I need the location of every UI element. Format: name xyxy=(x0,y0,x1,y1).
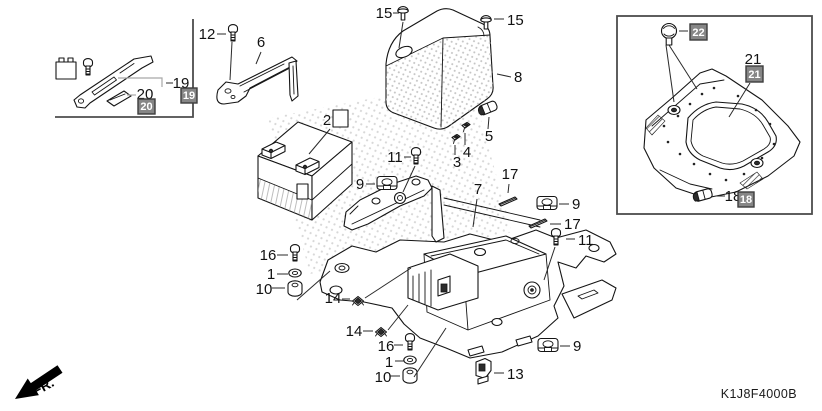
clip-nut-9-right xyxy=(536,195,558,211)
callout-8: 8 xyxy=(514,69,522,86)
washer-1-upper xyxy=(288,268,302,278)
group-frame-corner xyxy=(55,19,194,118)
badge-21[interactable]: 21 xyxy=(745,65,764,83)
callout-10-upper: 10 xyxy=(256,281,273,298)
diagram-code: K1J8F4000B xyxy=(721,387,797,401)
callout-17-top: 17 xyxy=(502,166,519,183)
svg-text:21: 21 xyxy=(748,69,760,81)
callout-16-lower: 16 xyxy=(378,338,395,355)
badge-22[interactable]: 22 xyxy=(689,23,708,41)
callout-15-right: 15 xyxy=(507,12,524,29)
bracket-13 xyxy=(475,357,492,385)
callout-12: 12 xyxy=(199,26,216,43)
bolt-16-upper xyxy=(289,244,301,262)
badge-19[interactable]: 19 xyxy=(180,87,198,104)
battery-cover-8 xyxy=(385,8,494,130)
washer-1-lower xyxy=(403,355,417,365)
badge-20[interactable]: 20 xyxy=(137,98,156,115)
callout-2: 2 xyxy=(323,112,331,129)
callout-1-lower: 1 xyxy=(385,354,393,371)
bracket-strap-assembly xyxy=(55,19,194,118)
label-box-2 xyxy=(332,109,349,128)
callout-21: 21 xyxy=(745,51,762,68)
callout-17-bottom: 17 xyxy=(564,216,581,233)
callout-1-upper: 1 xyxy=(267,266,275,283)
battery-2 xyxy=(257,121,353,221)
callout-15-left: 15 xyxy=(376,5,393,22)
callout-10-lower: 10 xyxy=(375,369,392,386)
callout-4: 4 xyxy=(463,144,471,161)
bolt-12 xyxy=(227,24,239,42)
callout-9-left: 9 xyxy=(356,176,364,193)
callout-14-lower: 14 xyxy=(346,323,363,340)
svg-text:19: 19 xyxy=(183,90,195,102)
callout-6: 6 xyxy=(257,34,265,51)
inset-box-frame xyxy=(616,15,813,215)
callout-18: 18 xyxy=(725,188,742,205)
callout-5: 5 xyxy=(485,128,493,145)
callout-7: 7 xyxy=(474,181,482,198)
callout-9-bottom: 9 xyxy=(573,338,581,355)
callout-11-left: 11 xyxy=(387,149,403,166)
callout-16-upper: 16 xyxy=(260,247,277,264)
svg-text:22: 22 xyxy=(692,27,704,39)
battery-box-tray-7 xyxy=(319,175,617,359)
badge-18[interactable]: 18 xyxy=(737,191,755,208)
svg-text:20: 20 xyxy=(140,101,152,113)
front-direction-arrow: FR. xyxy=(15,365,63,399)
callout-11-right: 11 xyxy=(578,232,594,249)
clip-14-lower xyxy=(374,326,388,338)
callout-14-upper: 14 xyxy=(325,290,342,307)
svg-text:18: 18 xyxy=(740,194,752,206)
battery-setting-plate-6 xyxy=(216,56,299,105)
clip-nut-9-left xyxy=(376,175,398,191)
callout-13: 13 xyxy=(507,366,524,383)
screw-15-left xyxy=(397,6,409,21)
clip-nut-9-bottom xyxy=(537,337,559,353)
screw-22 xyxy=(660,22,678,46)
bolt-16-lower xyxy=(404,333,416,351)
rear-cover-21 xyxy=(643,68,801,199)
grommet-10-upper xyxy=(287,280,303,297)
callout-9-right: 9 xyxy=(572,196,580,213)
callout-3: 3 xyxy=(453,154,461,171)
